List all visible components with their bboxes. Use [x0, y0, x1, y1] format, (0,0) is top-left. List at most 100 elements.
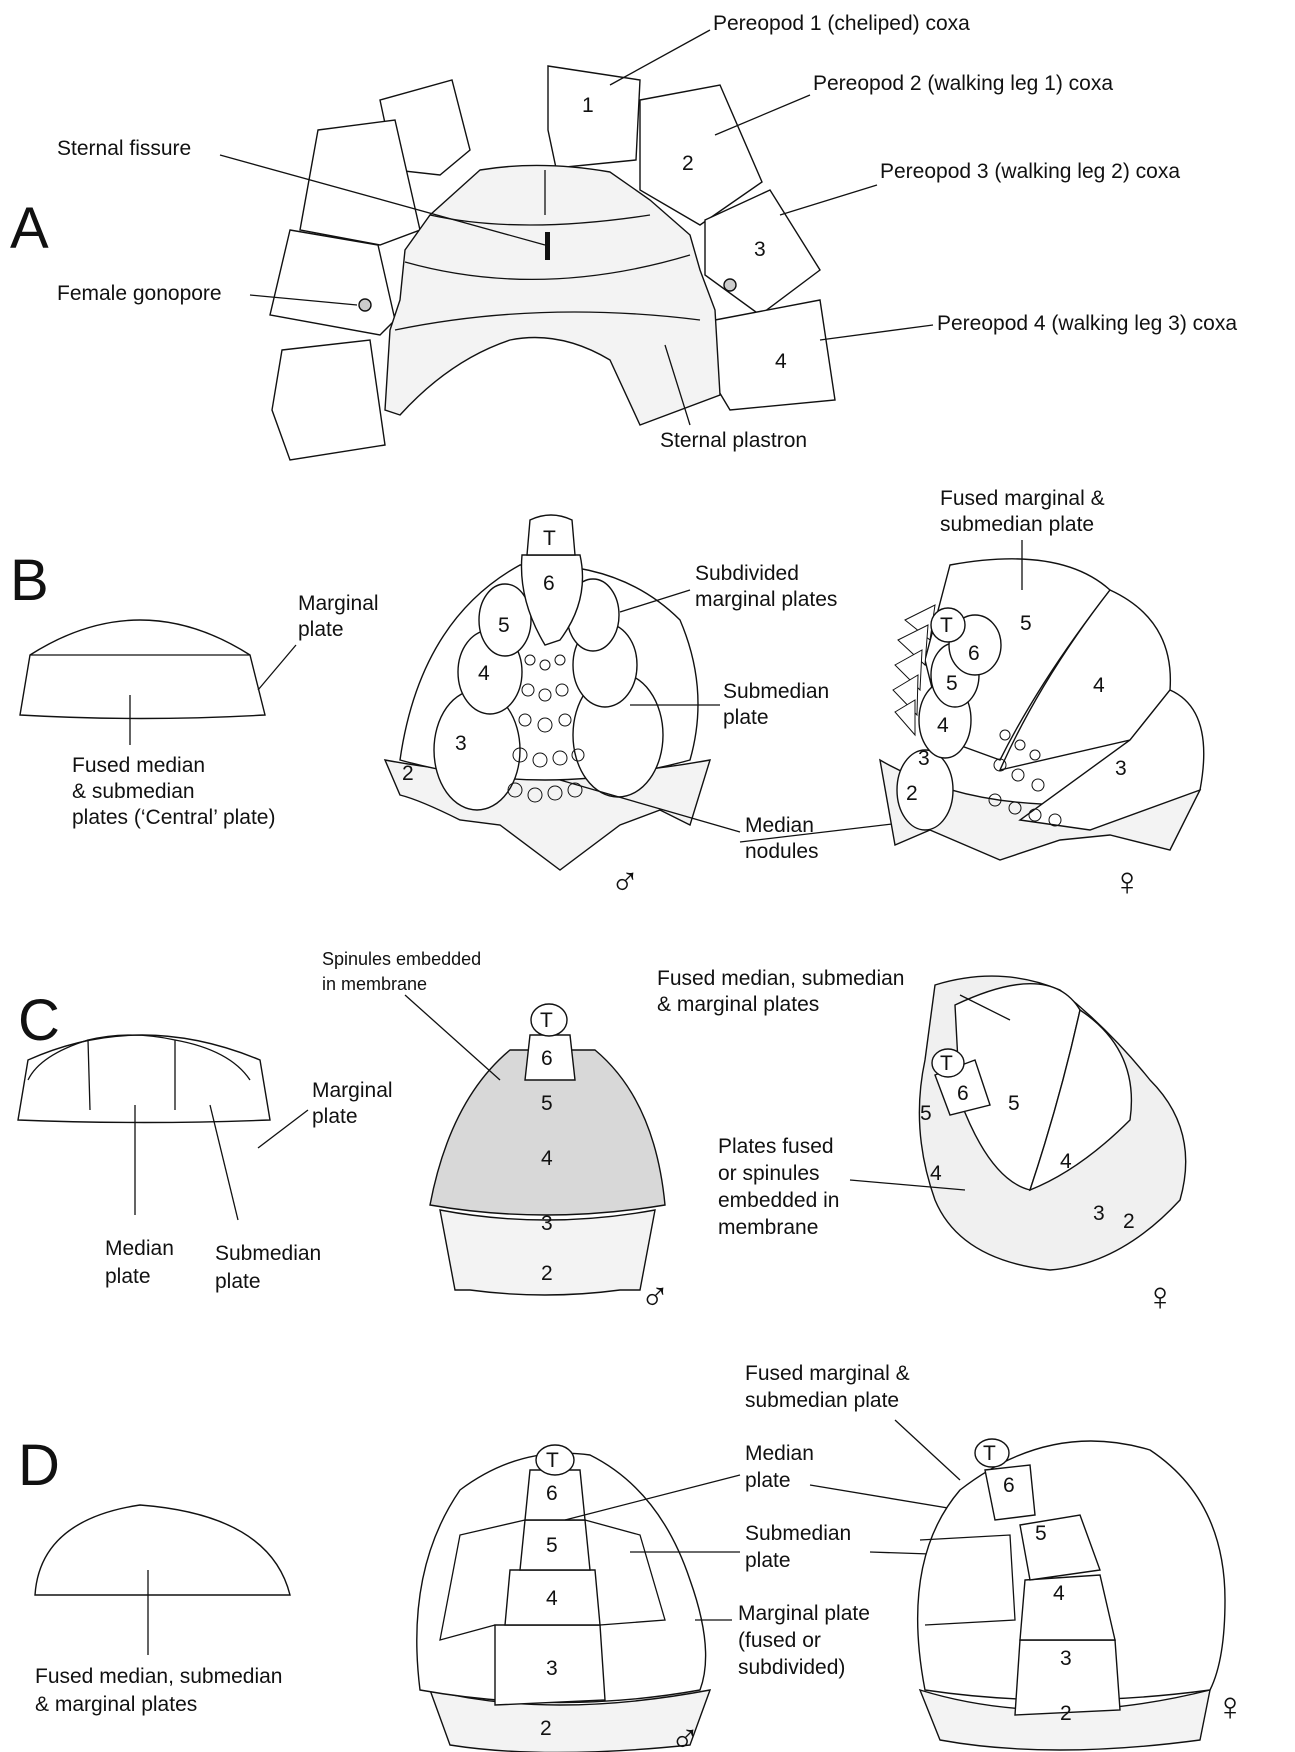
d-submedian-l2: plate [745, 1549, 791, 1572]
b-submedian-l2: plate [723, 706, 769, 729]
panel-c-letter: C [18, 988, 60, 1053]
d-female-num-4: 4 [1053, 1582, 1065, 1605]
b-female-symbol: ♀ [1112, 860, 1142, 904]
leader-coxa-1 [610, 30, 710, 85]
label-coxa-2: Pereopod 2 (walking leg 1) coxa [813, 72, 1113, 95]
d-male-num-6: 6 [546, 1482, 558, 1505]
b-female-num-3big: 3 [1115, 757, 1127, 780]
d-male-symbol: ♂ [670, 1717, 700, 1752]
c-spinules-l2: in membrane [322, 974, 427, 994]
c-median-l2: plate [105, 1265, 151, 1288]
b-male-num-2: 2 [402, 762, 414, 785]
c-marginal-l1: Marginal [312, 1079, 393, 1102]
b-female-num-4: 4 [937, 714, 949, 737]
coxa-left-4 [272, 340, 385, 460]
gonopore-left [359, 299, 371, 311]
panel-a-letter: A [10, 196, 49, 261]
b-central-l3: plates (‘Central’ plate) [72, 806, 275, 829]
d-marginal-l3: subdivided) [738, 1656, 845, 1679]
d-female-num-5: 5 [1035, 1522, 1047, 1545]
c-female-num-4a: 4 [1060, 1150, 1072, 1173]
panel-c: C Marginal plate Median plate Submedian … [18, 949, 1186, 1319]
d-female-num-3: 3 [1060, 1647, 1072, 1670]
d-segment-profile [35, 1505, 290, 1595]
c-female-num-2: 2 [1123, 1210, 1135, 1233]
c-marginal-l2: plate [312, 1105, 358, 1128]
label-coxa-3: Pereopod 3 (walking leg 2) coxa [880, 160, 1180, 183]
b-nodules-l2: nodules [745, 840, 819, 863]
c-submedian-l2: plate [215, 1270, 261, 1293]
coxa-left-3 [270, 230, 395, 335]
c-male-num-2: 2 [541, 1262, 553, 1285]
c-female-num-t: T [940, 1052, 953, 1075]
b-female-num-5big: 5 [1020, 612, 1032, 635]
c-leader-submedian [210, 1105, 238, 1220]
coxa-1 [548, 66, 640, 168]
b-male-num-3: 3 [455, 732, 467, 755]
b-female-num-2: 2 [906, 782, 918, 805]
b-central-l1: Fused median [72, 754, 205, 777]
panel-a: A 1 2 3 4 Pereopod 1 (cheliped) coxa Per… [10, 12, 1237, 460]
coxa-num-4: 4 [775, 350, 787, 373]
b-subdivided-l2: marginal plates [695, 588, 837, 611]
b-male-num-t: T [543, 527, 556, 550]
sternal-fissure-mark [545, 232, 550, 260]
b-segment-profile [20, 620, 265, 719]
coxa-num-3: 3 [754, 238, 766, 261]
c-male-num-3: 3 [541, 1212, 553, 1235]
d-leader-fms [895, 1420, 960, 1480]
b-male-num-5: 5 [498, 614, 510, 637]
d-fused-l2: & marginal plates [35, 1693, 197, 1716]
d-median-l1: Median [745, 1442, 814, 1465]
c-female-num-5b: 5 [920, 1102, 932, 1125]
c-submedian-l1: Submedian [215, 1242, 321, 1265]
label-coxa-1: Pereopod 1 (cheliped) coxa [713, 12, 970, 35]
b-leader-marginal [258, 645, 296, 690]
c-female-num-3: 3 [1093, 1202, 1105, 1225]
leader-coxa-4 [820, 325, 933, 340]
panel-b-letter: B [10, 548, 49, 613]
d-submedian-l1: Submedian [745, 1522, 851, 1545]
c-spinules-l1: Spinules embedded [322, 949, 481, 969]
b-female-num-3: 3 [918, 747, 930, 770]
panel-d: D Fused median, submedian & marginal pla… [18, 1362, 1245, 1752]
b-marginal-l1: Marginal [298, 592, 379, 615]
c-plates-l1: Plates fused [718, 1135, 834, 1158]
b-female-num-4big: 4 [1093, 674, 1105, 697]
c-male-num-4: 4 [541, 1147, 553, 1170]
d-median-l2: plate [745, 1469, 791, 1492]
d-fused-l1: Fused median, submedian [35, 1665, 282, 1688]
gonopore-right [724, 279, 736, 291]
c-female-num-4b: 4 [930, 1162, 942, 1185]
d-male-num-5: 5 [546, 1534, 558, 1557]
panel-b: B Marginal plate Fused median & submedia… [10, 487, 1204, 904]
b-male-symbol: ♂ [610, 860, 640, 904]
c-fused-l2: & marginal plates [657, 993, 819, 1016]
label-fissure: Sternal fissure [57, 137, 191, 160]
b-nodules-l1: Median [745, 814, 814, 837]
b-central-l2: & submedian [72, 780, 195, 803]
c-male-num-t: T [540, 1009, 553, 1032]
b-female-num-5: 5 [946, 672, 958, 695]
c-female-symbol: ♀ [1145, 1275, 1175, 1319]
d-fms-l2: submedian plate [745, 1389, 899, 1412]
d-female-symbol: ♀ [1215, 1685, 1245, 1729]
c-male-num-5: 5 [541, 1092, 553, 1115]
b-female-num-t: T [940, 614, 953, 637]
c-female-num-5a: 5 [1008, 1092, 1020, 1115]
b-male-num-6: 6 [543, 572, 555, 595]
coxa-num-1: 1 [582, 94, 594, 117]
label-plastron: Sternal plastron [660, 429, 807, 452]
leader-coxa-3 [780, 185, 877, 215]
d-male-num-2: 2 [540, 1717, 552, 1740]
d-marginal-l2: (fused or [738, 1629, 821, 1652]
b-male-num-4: 4 [478, 662, 490, 685]
b-subdivided-l1: Subdivided [695, 562, 799, 585]
d-female-plate-4 [1020, 1575, 1115, 1640]
c-male-num-6: 6 [541, 1047, 553, 1070]
b-female-num-6: 6 [968, 642, 980, 665]
b-marginal-l2: plate [298, 618, 344, 641]
d-male-num-t: T [546, 1449, 559, 1472]
coxa-num-2: 2 [682, 152, 694, 175]
